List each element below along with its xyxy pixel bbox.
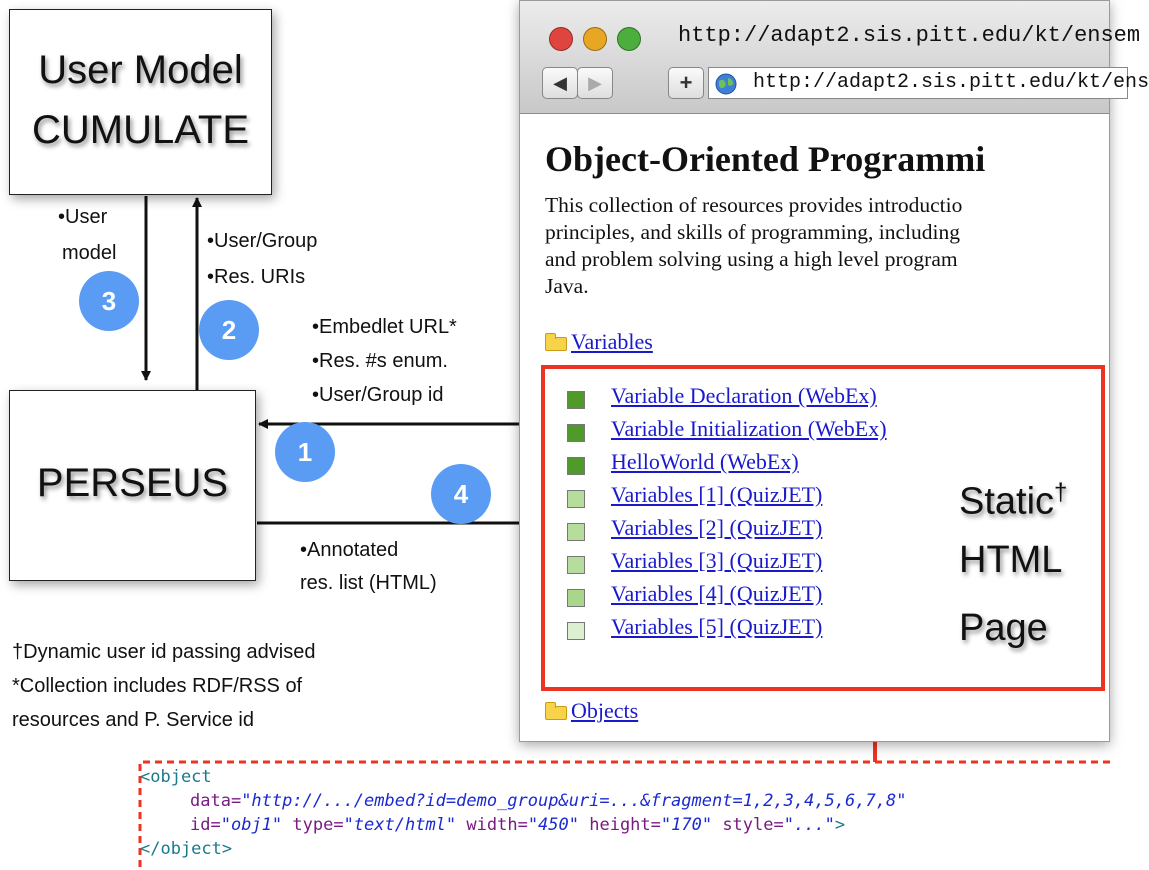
code-line-1: <object [140,765,212,789]
note-dagger: †Dynamic user id passing advised [12,641,316,663]
resource-link[interactable]: Variables [5] (QuizJET) [611,614,823,639]
step-4-badge: 4 [431,464,491,524]
description-line: and problem solving using a high level p… [545,247,958,271]
resource-link[interactable]: Variables [2] (QuizJET) [611,515,823,540]
page-content: Object-Oriented Programmi This collectio… [520,114,1109,741]
forward-button[interactable]: ▶ [577,67,613,99]
user-model-subtitle: CUMULATE [31,108,250,152]
browser-window: http://adapt2.sis.pitt.edu/kt/ensem ◀ ▶ … [519,0,1149,742]
page-label: Page [959,607,1048,649]
progress-square-icon [567,622,585,640]
code-id-value: "obj1" [220,815,283,835]
code-data-value: "http://.../embed?id=demo_group&uri=...&… [241,791,907,811]
label-user-group-id: •User/Group id [312,384,444,406]
back-button[interactable]: ◀ [542,67,578,99]
code-line-2: data="http://.../embed?id=demo_group&uri… [190,789,906,813]
label-annotated-2: res. list (HTML) [300,572,437,594]
code-id-attr: id= [190,815,221,835]
step-2-badge: 2 [199,300,259,360]
page-description: This collection of resources provides in… [545,192,962,300]
resource-list-highlight: Variable Declaration (WebEx) Variable Ini… [541,365,1105,691]
description-line: principles, and skills of programming, i… [545,220,961,244]
user-model-title: User Model [38,48,243,92]
code-style-attr: style= [712,815,784,835]
code-type-value: "text/html" [343,815,457,835]
description-line: Java. [545,274,589,298]
folder-variables-link[interactable]: Variables [571,329,653,354]
user-model-box: User Model CUMULATE [9,9,272,195]
code-line-4: </object> [140,837,232,861]
perseus-label: PERSEUS [36,461,229,505]
browser-titlebar: http://adapt2.sis.pitt.edu/kt/ensem ◀ ▶ … [520,1,1149,114]
note-star-2: resources and P. Service id [12,709,254,731]
code-data-attr: data= [190,791,242,811]
step-1-badge: 1 [275,422,335,482]
description-line: This collection of resources provides in… [545,193,963,217]
label-embedlet-url: •Embedlet URL* [312,316,457,338]
label-annotated-1: •Annotated [300,539,399,561]
resource-link[interactable]: Variables [4] (QuizJET) [611,581,823,606]
perseus-box: PERSEUS [9,390,256,581]
code-open-tag: <object [140,767,212,787]
label-res-uris: •Res. URIs [207,266,306,288]
progress-square-icon [567,589,585,607]
step-3-badge: 3 [79,271,139,331]
folder-objects-link[interactable]: Objects [571,698,639,723]
code-width-value: "450" [527,815,579,835]
window-title: http://adapt2.sis.pitt.edu/kt/ensem [678,23,1141,48]
folder-icon [545,333,567,351]
code-width-attr: width= [456,815,528,835]
resource-link[interactable]: Variable Declaration (WebEx) [611,383,877,408]
folder-icon [545,702,567,720]
progress-square-icon [567,490,585,508]
code-close-tag: </object> [140,839,233,859]
resource-link[interactable]: Variable Initialization (WebEx) [611,416,887,441]
progress-square-icon [567,424,585,442]
page-title: Object-Oriented Programmi [545,139,986,179]
note-star-1: *Collection includes RDF/RSS of [12,675,303,697]
globe-icon [715,73,737,95]
code-close-bracket: > [834,815,846,835]
progress-square-icon [567,523,585,541]
code-style-value: "..." [783,815,835,835]
progress-square-icon [567,556,585,574]
resource-link[interactable]: Variables [3] (QuizJET) [611,548,823,573]
static-word: Static [959,480,1055,523]
add-bookmark-button[interactable]: + [668,67,704,99]
progress-square-icon [567,391,585,409]
label-res-enum: •Res. #s enum. [312,350,448,372]
maximize-window-icon[interactable] [617,27,641,51]
minimize-window-icon[interactable] [583,27,607,51]
static-label: Static† [959,479,1067,524]
folder-objects[interactable]: Objects [545,698,638,724]
code-type-attr: type= [282,815,344,835]
code-line-3: id="obj1" type="text/html" width="450" h… [190,813,845,837]
code-height-value: "170" [660,815,713,835]
code-height-attr: height= [579,815,661,835]
resource-link[interactable]: Variables [1] (QuizJET) [611,482,823,507]
folder-variables[interactable]: Variables [545,329,653,355]
close-window-icon[interactable] [549,27,573,51]
label-user-model-1: •User [58,206,108,228]
label-user-model-2: model [62,242,117,264]
label-user-group: •User/Group [207,230,318,252]
static-dagger: † [1054,479,1068,506]
html-label: HTML [959,539,1063,581]
resource-link[interactable]: HelloWorld (WebEx) [611,449,799,474]
progress-square-icon [567,457,585,475]
address-bar[interactable]: http://adapt2.sis.pitt.edu/kt/ens [708,67,1149,99]
